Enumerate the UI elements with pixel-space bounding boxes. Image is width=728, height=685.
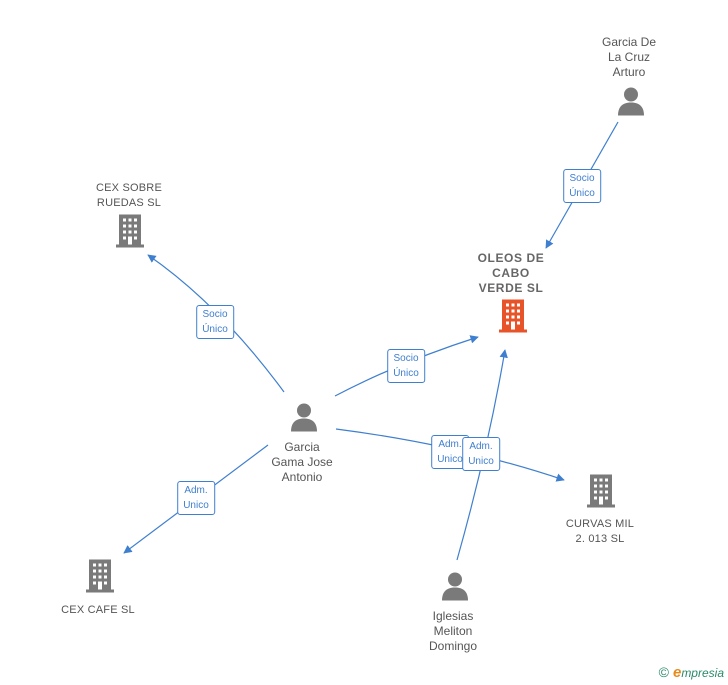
node-label-garcia-cruz[interactable]: Garcia De La Cruz Arturo (601, 35, 657, 79)
person-icon (291, 403, 317, 432)
building-icon (116, 214, 144, 248)
node-label-garcia-gama[interactable]: Garcia Gama Jose Antonio (271, 440, 333, 484)
copyright-symbol: © (658, 664, 669, 680)
building-icon-cex-cafe[interactable] (85, 559, 115, 598)
person-icon-garcia-cruz[interactable] (616, 87, 646, 122)
node-label-cex-sobre[interactable]: CEX SOBRE RUEDAS SL (96, 182, 162, 209)
edge-label-garcia-gama-oleos[interactable]: Socio Único (387, 349, 425, 383)
building-icon-cex-sobre[interactable] (115, 214, 145, 253)
brand-rest: mpresia (681, 666, 724, 680)
edge-label-garcia-cruz-oleos[interactable]: Socio Único (563, 169, 601, 203)
building-icon (499, 299, 527, 333)
edge-label-garcia-gama-cex-sobre[interactable]: Socio Único (196, 305, 234, 339)
node-label-iglesias[interactable]: Iglesias Meliton Domingo (428, 609, 478, 653)
edge-label-iglesias-oleos[interactable]: Adm. Unico (462, 437, 500, 471)
building-icon-oleos[interactable] (498, 299, 528, 338)
person-icon-iglesias[interactable] (440, 572, 470, 607)
edge-label-garcia-gama-cex-cafe[interactable]: Adm. Unico (177, 481, 215, 515)
brand-initial: e (672, 664, 682, 681)
node-label-curvas[interactable]: CURVAS MIL 2. 013 SL (565, 518, 635, 545)
empresia-watermark: ©empresia (659, 664, 724, 681)
building-icon-curvas[interactable] (586, 474, 616, 513)
building-icon (587, 474, 615, 508)
person-icon (618, 87, 644, 116)
node-label-cex-cafe[interactable]: CEX CAFE SL (61, 604, 135, 616)
building-icon (86, 559, 114, 593)
node-label-oleos[interactable]: OLEOS DE CABO VERDE SL (477, 251, 545, 295)
person-icon (442, 572, 468, 601)
person-icon-garcia-gama[interactable] (289, 403, 319, 438)
